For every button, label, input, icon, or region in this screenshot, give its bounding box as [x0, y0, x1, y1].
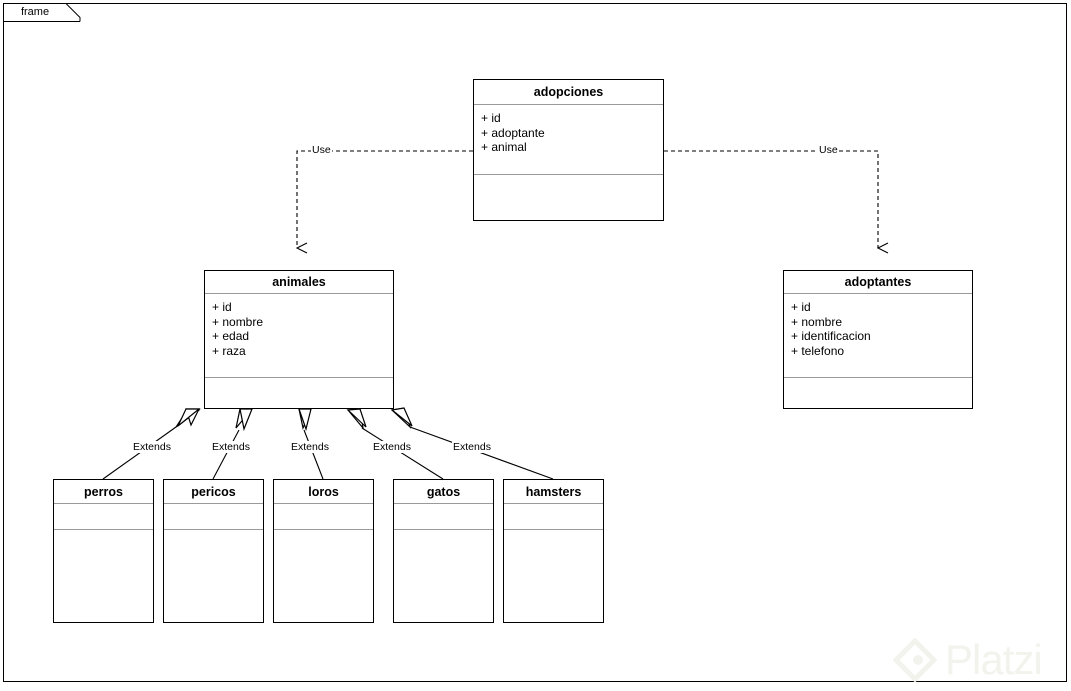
- uml-attributes-hamsters: [504, 504, 603, 530]
- uml-operations-pericos: [164, 530, 263, 621]
- uml-attribute: + id: [791, 300, 811, 314]
- uml-operations-perros: [54, 530, 153, 621]
- uml-attributes-loros: [274, 504, 373, 530]
- relation-label-extends-pericos: Extends: [211, 441, 251, 453]
- relation-label-extends-loros: Extends: [290, 441, 330, 453]
- uml-operations-hamsters: [504, 530, 603, 621]
- uml-attributes-pericos: [164, 504, 263, 530]
- uml-class-animales[interactable]: animales+ id+ nombre+ edad+ raza: [204, 270, 394, 409]
- uml-class-title-adoptantes: adoptantes: [784, 271, 972, 294]
- uml-frame-border: [3, 3, 1067, 682]
- uml-operations-loros: [274, 530, 373, 621]
- uml-class-pericos[interactable]: pericos: [163, 479, 264, 623]
- uml-attribute: + id: [481, 111, 501, 125]
- uml-attributes-adopciones: + id+ adoptante+ animal: [474, 105, 663, 175]
- uml-attributes-gatos: [394, 504, 493, 530]
- uml-class-title-hamsters: hamsters: [504, 480, 603, 504]
- uml-class-hamsters[interactable]: hamsters: [503, 479, 604, 623]
- uml-class-title-pericos: pericos: [164, 480, 263, 504]
- uml-class-title-perros: perros: [54, 480, 153, 504]
- uml-class-title-gatos: gatos: [394, 480, 493, 504]
- uml-attribute: + telefono: [791, 343, 845, 358]
- uml-class-perros[interactable]: perros: [53, 479, 154, 623]
- uml-class-adopciones[interactable]: adopciones+ id+ adoptante+ animal: [473, 79, 664, 221]
- uml-frame-label: frame: [20, 6, 50, 18]
- uml-attribute: + identificacion: [791, 329, 871, 344]
- uml-operations-adoptantes: [784, 378, 972, 407]
- relation-label-extends-hamsters: Extends: [452, 441, 492, 453]
- uml-attribute: + id: [212, 300, 232, 314]
- relation-label-extends-gatos: Extends: [372, 441, 412, 453]
- uml-attribute: + adoptante: [481, 125, 545, 140]
- uml-class-adoptantes[interactable]: adoptantes+ id+ nombre+ identificacion+ …: [783, 270, 973, 409]
- relation-label-use-animales: Use: [311, 144, 332, 156]
- platzi-wordmark: Platzi: [945, 636, 1043, 683]
- uml-attribute: + raza: [212, 343, 246, 358]
- uml-class-title-adopciones: adopciones: [474, 80, 663, 105]
- uml-class-gatos[interactable]: gatos: [393, 479, 494, 623]
- uml-operations-animales: [205, 378, 393, 407]
- uml-attributes-perros: [54, 504, 153, 530]
- relation-label-use-adoptantes: Use: [818, 144, 839, 156]
- uml-attribute: + nombre: [212, 314, 264, 329]
- uml-frame-tab: [3, 3, 81, 22]
- uml-class-title-animales: animales: [205, 271, 393, 294]
- uml-class-title-loros: loros: [274, 480, 373, 504]
- platzi-watermark: Platzi: [893, 636, 1061, 684]
- uml-operations-adopciones: [474, 175, 663, 219]
- uml-attribute: + nombre: [791, 314, 843, 329]
- relation-label-extends-perros: Extends: [132, 441, 172, 453]
- platzi-logo-icon: [893, 638, 937, 682]
- uml-attribute: + edad: [212, 329, 250, 344]
- uml-attributes-adoptantes: + id+ nombre+ identificacion+ telefono: [784, 294, 972, 378]
- uml-attribute: + animal: [481, 140, 527, 155]
- uml-attributes-animales: + id+ nombre+ edad+ raza: [205, 294, 393, 378]
- uml-class-loros[interactable]: loros: [273, 479, 374, 623]
- uml-operations-gatos: [394, 530, 493, 621]
